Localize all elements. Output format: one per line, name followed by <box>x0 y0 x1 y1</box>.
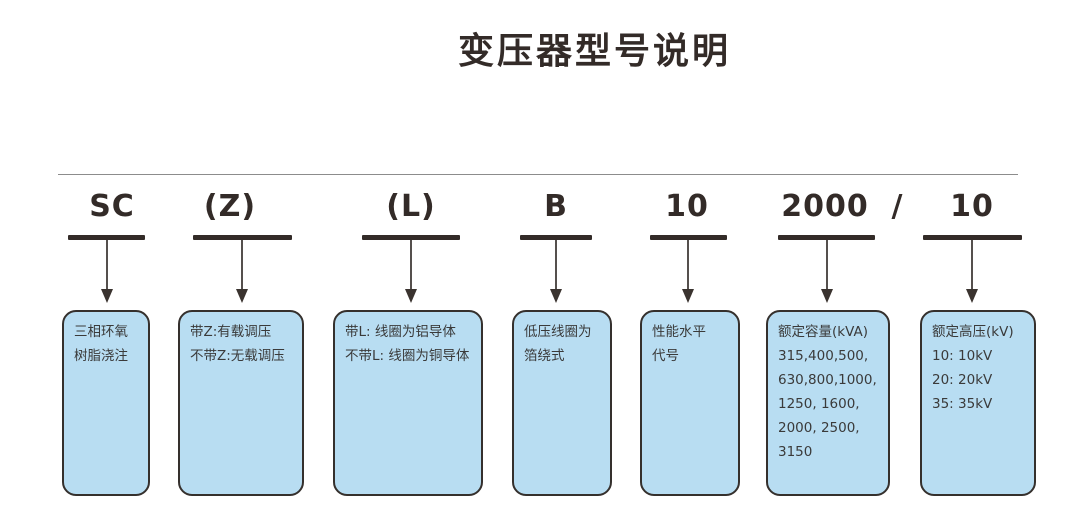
arrow-stem <box>106 240 108 290</box>
explanation-box: 额定高压(kV) 10: 10kV 20: 20kV 35: 35kV <box>920 310 1036 496</box>
explanation-box: 额定容量(kVA) 315,400,500, 630,800,1000, 125… <box>766 310 890 496</box>
code-label: 2000 <box>781 189 869 224</box>
code-label: 10 <box>950 189 994 224</box>
arrow-down-icon <box>101 289 113 303</box>
arrow-stem <box>410 240 412 290</box>
arrow-down-icon <box>821 289 833 303</box>
arrow-stem <box>971 240 973 290</box>
code-label: 10 <box>665 189 709 224</box>
code-underline-bar <box>362 235 460 240</box>
code-underline-bar <box>778 235 875 240</box>
explanation-box: 性能水平 代号 <box>640 310 740 496</box>
arrow-stem <box>826 240 828 290</box>
page-title: 变压器型号说明 <box>458 31 732 72</box>
arrow-down-icon <box>236 289 248 303</box>
code-label: SC <box>89 189 135 224</box>
code-underline-bar <box>520 235 592 240</box>
arrow-down-icon <box>966 289 978 303</box>
code-underline-bar <box>923 235 1022 240</box>
code-underline-bar <box>193 235 292 240</box>
explanation-box: 带Z:有载调压 不带Z:无载调压 <box>178 310 304 496</box>
divider-line <box>58 174 1018 175</box>
arrow-stem <box>555 240 557 290</box>
explanation-box: 低压线圈为 箔绕式 <box>512 310 612 496</box>
arrow-down-icon <box>550 289 562 303</box>
arrow-stem <box>687 240 689 290</box>
explanation-box: 带L: 线圈为铝导体 不带L: 线圈为铜导体 <box>333 310 483 496</box>
arrow-down-icon <box>405 289 417 303</box>
code-label: (Z) <box>203 189 257 224</box>
code-label: B <box>544 189 568 224</box>
code-underline-bar <box>650 235 727 240</box>
code-label: (L) <box>386 189 436 224</box>
explanation-box: 三相环氧 树脂浇注 <box>62 310 150 496</box>
arrow-stem <box>241 240 243 290</box>
arrow-down-icon <box>682 289 694 303</box>
code-underline-bar <box>68 235 145 240</box>
slash-separator: / <box>891 189 903 224</box>
